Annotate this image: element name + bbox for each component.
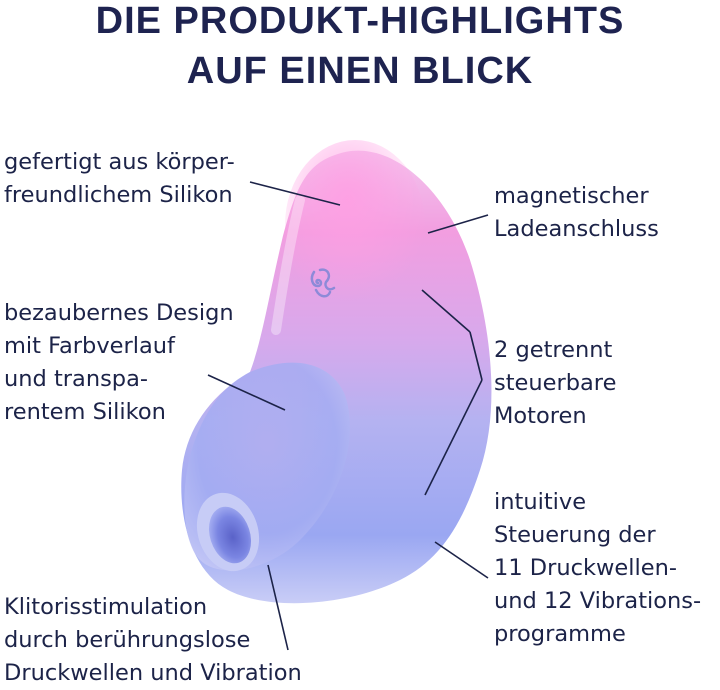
feature-design: bezaubernes Design mit Farbverlauf und t… bbox=[4, 297, 234, 429]
satisfyer-swirl-logo-icon bbox=[310, 268, 336, 298]
callout-line-motoren bbox=[421, 289, 471, 333]
feature-steuerung: intuitive Steuerung der 11 Druckwellen- … bbox=[494, 486, 701, 651]
feature-text: Motoren bbox=[494, 403, 587, 429]
feature-text: programme bbox=[494, 621, 626, 647]
callout-line-stimulation bbox=[267, 564, 289, 651]
feature-text: 11 Druckwellen- bbox=[494, 555, 677, 581]
feature-text: intuitive bbox=[494, 489, 587, 515]
callout-line-steuerung bbox=[434, 541, 489, 579]
feature-text: Ladeanschluss bbox=[494, 216, 659, 242]
headline-line-1: DIE PRODUKT-HIGHLIGHTS bbox=[95, 0, 625, 42]
headline-line-2: AUF EINEN BLICK bbox=[186, 50, 534, 92]
feature-text: durch berührungslose bbox=[4, 627, 251, 653]
feature-text: und transpa- bbox=[4, 366, 148, 392]
feature-text: Steuerung der bbox=[494, 522, 656, 548]
callout-line-ladeanschluss bbox=[427, 214, 489, 234]
feature-motoren: 2 getrennt steuerbare Motoren bbox=[494, 334, 616, 433]
feature-text: Klitorisstimulation bbox=[4, 594, 208, 620]
feature-text: rentem Silikon bbox=[4, 399, 166, 425]
feature-text: freundlichem Silikon bbox=[4, 182, 233, 208]
feature-text: mit Farbverlauf bbox=[4, 333, 175, 359]
callout-line-design bbox=[207, 374, 286, 411]
feature-text: steuerbare bbox=[494, 370, 617, 396]
feature-silikon: gefertigt aus körper- freundlichem Silik… bbox=[4, 146, 235, 212]
feature-text: Druckwellen und Vibration bbox=[4, 660, 302, 686]
callout-line-silikon bbox=[249, 181, 341, 206]
feature-text: 2 getrennt bbox=[494, 337, 613, 363]
feature-text: gefertigt aus körper- bbox=[4, 149, 235, 175]
feature-text: bezaubernes Design bbox=[4, 300, 234, 326]
feature-stimulation: Klitorisstimulation durch berührungslose… bbox=[4, 591, 302, 690]
feature-text: magnetischer bbox=[494, 183, 649, 209]
feature-ladeanschluss: magnetischer Ladeanschluss bbox=[494, 180, 659, 246]
feature-text: und 12 Vibrations- bbox=[494, 588, 702, 614]
